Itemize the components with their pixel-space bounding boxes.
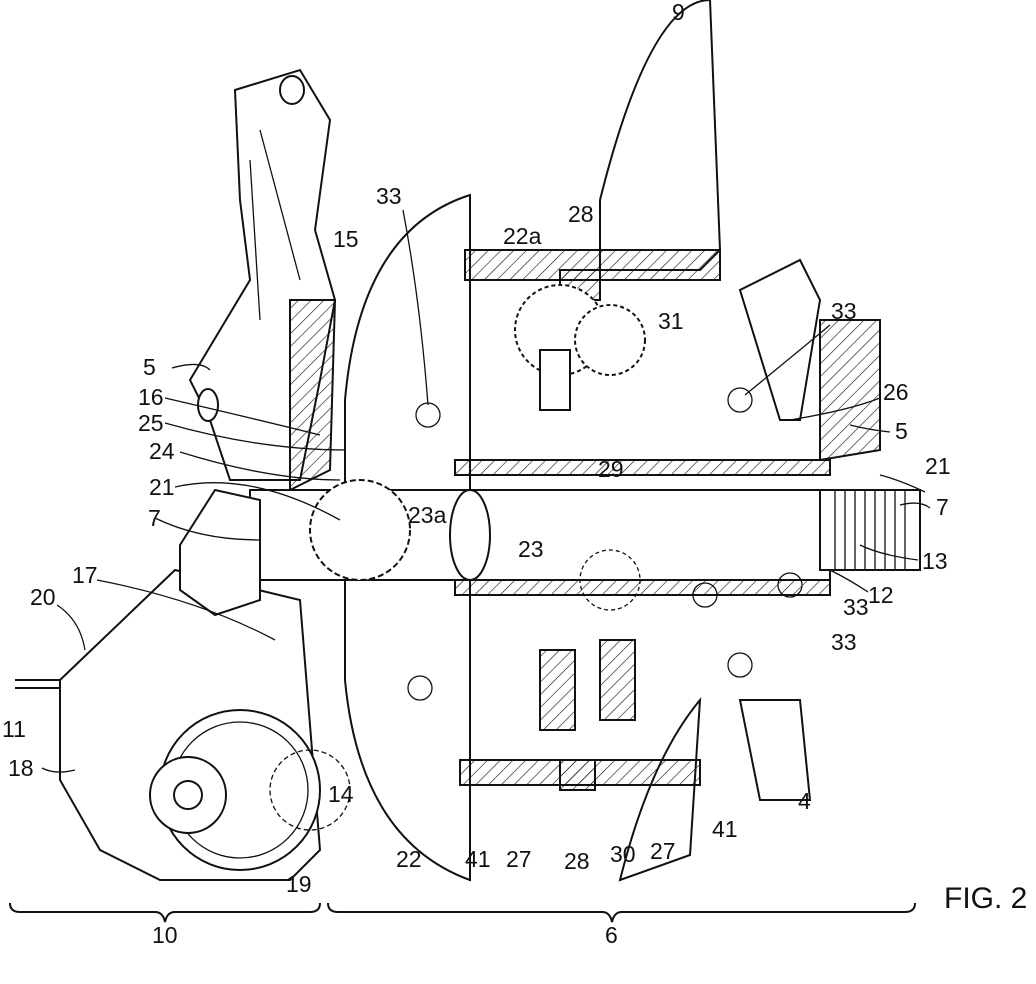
label-13: 13 — [922, 548, 948, 574]
label-15: 15 — [333, 226, 359, 252]
reference-labels: 9 28 22a 33 15 33 31 5 16 25 24 21 7 26 … — [2, 0, 1027, 948]
label-12: 12 — [868, 582, 894, 608]
label-17: 17 — [72, 562, 98, 588]
label-7: 7 — [936, 494, 949, 520]
label-16: 16 — [138, 384, 164, 410]
label-41: 41 — [465, 846, 491, 872]
label-27: 27 — [650, 838, 676, 864]
label-7: 7 — [148, 505, 161, 531]
label-33: 33 — [376, 183, 402, 209]
label-21: 21 — [149, 474, 175, 500]
label-33: 33 — [843, 594, 869, 620]
label-28: 28 — [568, 201, 594, 227]
label-29: 29 — [598, 456, 624, 482]
label-41: 41 — [712, 816, 738, 842]
braces — [9, 902, 916, 923]
label-24: 24 — [149, 438, 175, 464]
label-28: 28 — [564, 848, 590, 874]
brace-label-6: 6 — [605, 922, 618, 948]
label-23a: 23a — [408, 502, 447, 528]
label-5: 5 — [143, 354, 156, 380]
label-23: 23 — [518, 536, 544, 562]
label-19: 19 — [286, 871, 312, 897]
figure-label: FIG. 2 — [944, 882, 1027, 915]
brace-label-10: 10 — [152, 922, 178, 948]
drive-housing — [15, 568, 351, 881]
label-33: 33 — [831, 629, 857, 655]
gears — [309, 258, 822, 801]
label-25: 25 — [138, 410, 164, 436]
label-22a: 22a — [503, 223, 542, 249]
main-shaft — [179, 488, 921, 617]
label-14: 14 — [328, 781, 354, 807]
label-26: 26 — [883, 379, 909, 405]
label-20: 20 — [30, 584, 56, 610]
leader-lines — [41, 209, 931, 773]
bracket-arm — [188, 68, 337, 492]
label-4: 4 — [798, 788, 811, 814]
label-21: 21 — [925, 453, 951, 479]
label-30: 30 — [610, 841, 636, 867]
label-31: 31 — [658, 308, 684, 334]
label-11: 11 — [2, 716, 26, 742]
label-27: 27 — [506, 846, 532, 872]
label-9: 9 — [672, 0, 685, 25]
label-33: 33 — [831, 298, 857, 324]
label-22: 22 — [396, 846, 422, 872]
label-18: 18 — [8, 755, 34, 781]
label-5: 5 — [895, 418, 908, 444]
